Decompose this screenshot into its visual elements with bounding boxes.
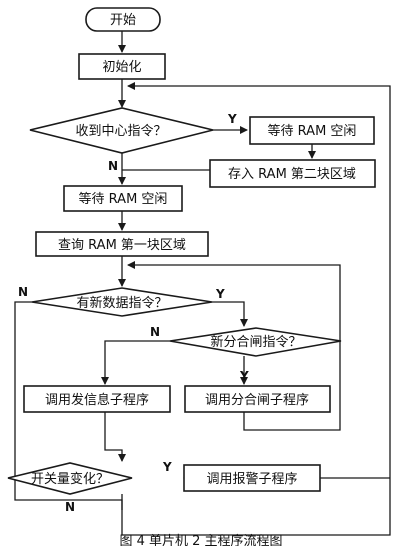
new-data-cmd-diamond [31, 287, 213, 317]
data-yes-label: Y [215, 287, 225, 301]
change-yes-label: Y [162, 460, 172, 474]
start-terminal [85, 7, 161, 32]
new-data-cmd-label: 有新数据指令？ [76, 295, 167, 311]
wait-ram-free-box-1 [249, 116, 375, 145]
data-no-label: N [18, 285, 28, 299]
recv-yes-label: Y [227, 112, 237, 126]
call-alarm-node: 调用报警子程序 [183, 464, 321, 492]
query-ram-block1-label: 查询 RAM 第一块区域 [58, 238, 186, 253]
init-node: 初始化 [78, 53, 166, 80]
switch-no-label: N [150, 325, 160, 339]
change-no-label: N [65, 500, 75, 514]
store-ram-block2-label: 存入 RAM 第二块区域 [228, 167, 356, 182]
wait-ram-free-label-1: 等待 RAM 空闲 [268, 123, 357, 139]
init-box [78, 53, 166, 80]
decision-new-switch-cmd: 新分合闸指令？ [169, 327, 342, 357]
decision-switch-change: 开关量变化？ [7, 462, 133, 495]
start-node: 开始 [85, 7, 161, 32]
init-label: 初始化 [102, 60, 141, 75]
call-send-info-box [23, 385, 171, 413]
wait-ram-free-node-1: 等待 RAM 空闲 [249, 116, 375, 145]
call-send-info-node: 调用发信息子程序 [23, 385, 171, 413]
call-send-info-label: 调用发信息子程序 [45, 392, 149, 408]
edge-main-loop [14, 82, 391, 536]
call-alarm-label: 调用报警子程序 [206, 471, 297, 487]
recv-center-cmd-diamond [29, 107, 214, 154]
edge-switch-sub-loop [127, 261, 341, 431]
connectors [14, 31, 391, 536]
start-label: 开始 [110, 13, 136, 28]
call-switch-sub-node: 调用分合闸子程序 [184, 385, 331, 413]
store-ram-block2-node: 存入 RAM 第二块区域 [209, 159, 376, 188]
query-ram-block1-box [35, 231, 209, 257]
call-switch-sub-label: 调用分合闸子程序 [205, 393, 309, 408]
figure-caption: 图 4 单片机 2 主程序流程图 [119, 534, 282, 546]
switch-change-label: 开关量变化？ [31, 471, 109, 487]
wait-ram-free-node-2: 等待 RAM 空闲 [63, 185, 183, 212]
call-alarm-box [183, 464, 321, 492]
new-switch-cmd-label: 新分合闸指令？ [210, 334, 301, 350]
edge-send-info-down [104, 412, 126, 462]
call-switch-sub-box [184, 385, 331, 413]
switch-change-diamond [7, 462, 133, 495]
new-switch-cmd-diamond [169, 327, 342, 357]
recv-no-label: N [108, 159, 118, 173]
query-ram-block1-node: 查询 RAM 第一块区域 [35, 231, 209, 257]
wait-ram-free-label-2: 等待 RAM 空闲 [79, 191, 168, 207]
decision-recv-center-cmd: 收到中心指令？ [29, 107, 214, 154]
decision-new-data-cmd: 有新数据指令？ [31, 287, 213, 317]
store-ram-block2-box [209, 159, 376, 188]
edge-newdata-yes [212, 301, 248, 327]
recv-center-cmd-label: 收到中心指令？ [75, 124, 166, 139]
edge-switch-no [101, 340, 170, 385]
switch-yes-label: Y [239, 369, 249, 383]
wait-ram-free-box-2 [63, 185, 183, 212]
